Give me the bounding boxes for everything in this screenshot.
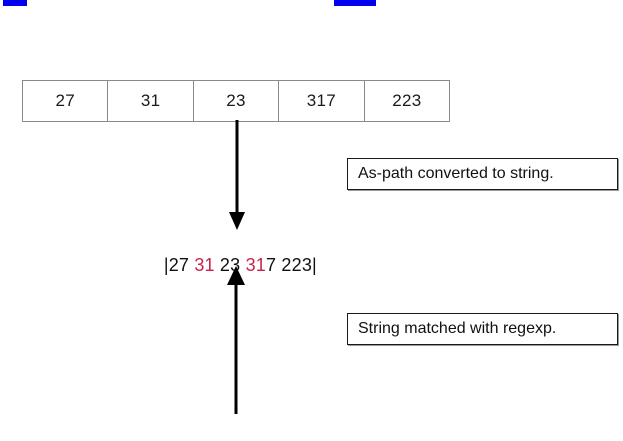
string-match-second: 31 — [245, 255, 266, 275]
top-link-right[interactable] — [334, 0, 376, 6]
callout-as-path-converted-label: As-path converted to string. — [358, 165, 554, 182]
converted-as-path-string: |27 31 23 317 223| — [143, 234, 317, 297]
callout-string-matched: String matched with regexp. — [347, 313, 618, 345]
arrow-up-icon — [227, 266, 245, 414]
as-path-table: 27 31 23 317 223 — [22, 80, 450, 122]
string-suffix: 7 223| — [265, 255, 317, 275]
string-prefix: |27 — [163, 255, 195, 275]
string-match-first: 31 — [194, 255, 215, 275]
callout-string-matched-label: String matched with regexp. — [358, 320, 557, 337]
as-path-cell: 31 — [108, 81, 194, 121]
as-path-cell: 223 — [392, 91, 422, 110]
as-path-cell: 27 — [23, 81, 109, 121]
arrow-down-icon — [229, 120, 245, 230]
top-link-left[interactable] — [3, 0, 27, 6]
as-path-cell: 317 — [279, 81, 365, 121]
as-path-cell: 23 — [194, 81, 280, 121]
callout-as-path-converted: As-path converted to string. — [347, 158, 618, 190]
cli-command: ip as-path access-list 1 permit 31 — [72, 424, 456, 441]
